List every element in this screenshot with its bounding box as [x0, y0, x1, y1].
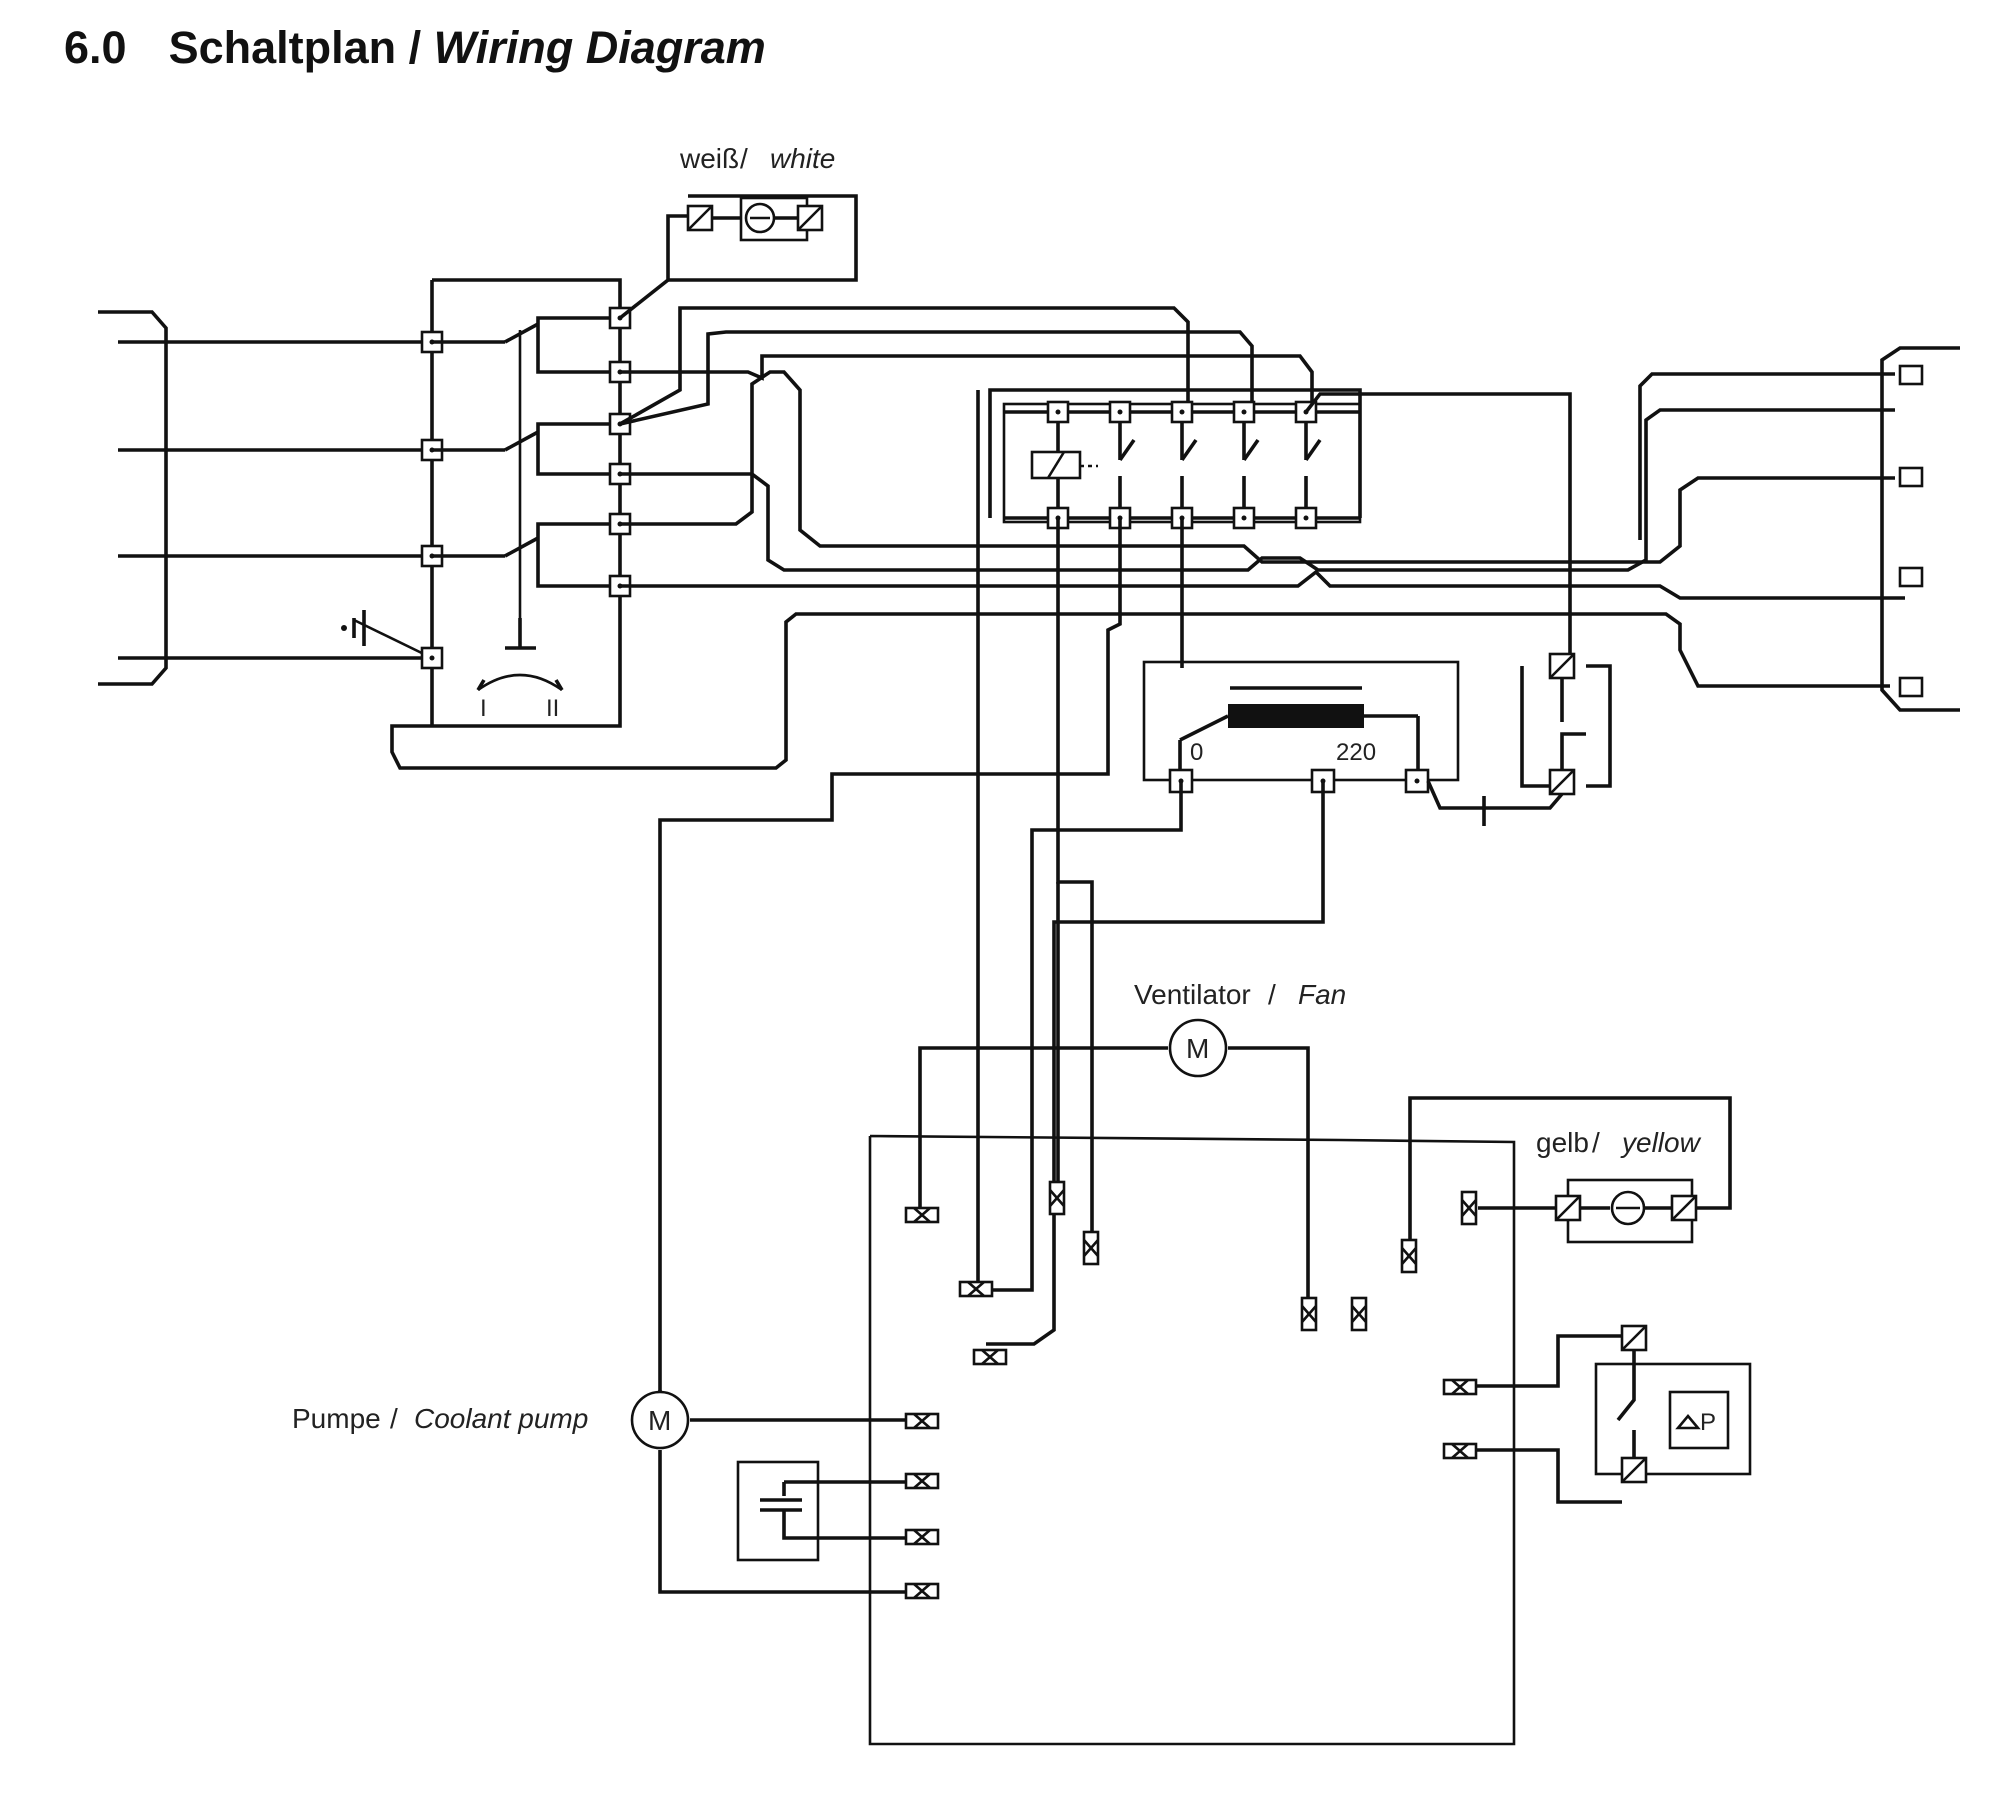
terminal-column-2: [608, 306, 632, 598]
title-de: Schaltplan: [168, 22, 397, 73]
fan-label-de: Ventilator: [1134, 979, 1251, 1010]
section-number: 6.0: [64, 22, 127, 73]
board-terminal: [1082, 1230, 1100, 1266]
switch-position-2: II: [546, 695, 559, 722]
yellow-indicator-lamp: gelb / yellow: [1408, 1096, 1732, 1244]
white-lamp-label-de: weiß: [679, 143, 739, 174]
main-contactor: [988, 388, 1362, 530]
board-terminal: [904, 1412, 940, 1430]
title-separator: /: [396, 22, 434, 73]
white-lamp-label-sep: /: [740, 143, 748, 174]
mains-input-connector: [98, 310, 168, 686]
board-terminal: [904, 1528, 940, 1546]
board-terminal: [1460, 1190, 1478, 1226]
switch-outputs: [536, 316, 620, 588]
yellow-lamp-label-de: gelb: [1536, 1127, 1589, 1158]
board-terminal: [972, 1348, 1008, 1366]
transformer-tap-220: 220: [1336, 739, 1376, 766]
board-terminal: [904, 1472, 940, 1490]
board-terminal: [904, 1582, 940, 1600]
board-terminal: [958, 1280, 994, 1298]
board-terminal: [1350, 1296, 1368, 1332]
fan-motor: M Ventilator / Fan: [918, 979, 1346, 1298]
board-terminal: [1400, 1238, 1418, 1274]
trunk-wiring: [390, 306, 1905, 770]
coolant-pump-motor: M Pumpe / Coolant pump: [292, 1390, 906, 1594]
pressure-switch: P: [1476, 1324, 1752, 1504]
main-selector-switch: I II: [432, 322, 564, 722]
fan-motor-symbol: M: [1186, 1033, 1209, 1064]
input-wiring: [166, 278, 622, 728]
board-terminal: [1300, 1296, 1318, 1332]
transformer: 0 220: [1142, 660, 1460, 794]
white-indicator-lamp: weiß / white: [618, 143, 858, 320]
fan-label-en: Fan: [1298, 979, 1346, 1010]
pump-label-sep: /: [390, 1403, 398, 1434]
pump-label-de: Pumpe: [292, 1403, 381, 1434]
white-lamp-label-en: white: [770, 143, 835, 174]
board-terminal: [1442, 1442, 1478, 1460]
page-title: 6.0 Schaltplan / Wiring Diagram: [64, 22, 766, 74]
title-en: Wiring Diagram: [433, 22, 766, 73]
yellow-lamp-label-sep: /: [1592, 1127, 1600, 1158]
pump-label-en: Coolant pump: [414, 1403, 588, 1434]
ground-icon: [341, 610, 433, 660]
pressure-symbol: P: [1700, 1409, 1716, 1436]
output-connector: [1304, 346, 1960, 712]
yellow-lamp-label-en: yellow: [1620, 1127, 1702, 1158]
board-terminal: [1048, 1180, 1066, 1216]
switch-position-1: I: [480, 695, 487, 722]
board-terminal: [904, 1206, 940, 1224]
capacitor: [736, 1460, 906, 1562]
fan-label-sep: /: [1268, 979, 1276, 1010]
pump-motor-symbol: M: [648, 1405, 671, 1436]
transformer-tap-0: 0: [1190, 739, 1203, 766]
thermal-switch: [1426, 652, 1612, 826]
control-board: [868, 1134, 1516, 1746]
board-terminals: [904, 1180, 1478, 1600]
board-terminal: [1442, 1378, 1478, 1396]
